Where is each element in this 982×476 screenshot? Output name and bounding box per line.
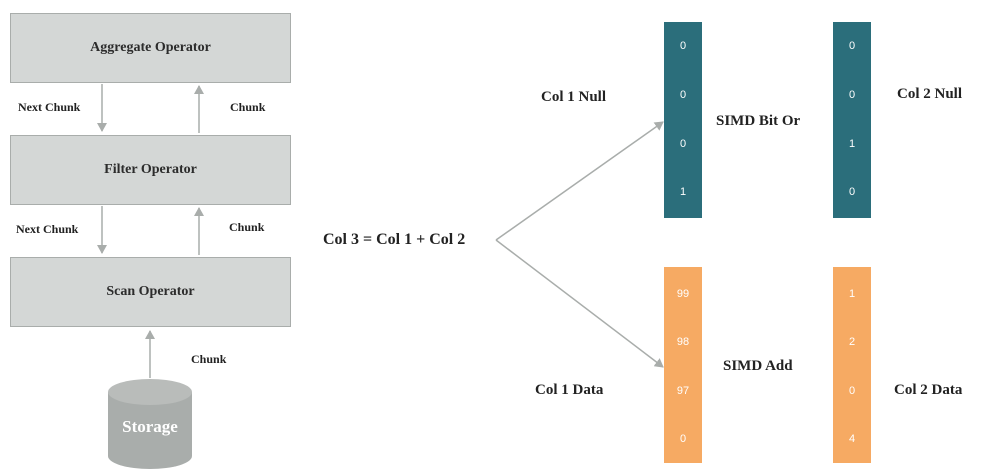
chunk-label-top: Chunk — [230, 100, 266, 114]
next-chunk-label-top: Next Chunk — [18, 100, 81, 114]
scan-operator-label: Scan Operator — [106, 284, 195, 299]
chunk-label-mid: Chunk — [229, 220, 265, 234]
chunk-label-storage: Chunk — [191, 352, 227, 366]
col2-null-cell: 0 — [848, 186, 856, 198]
expression-label: Col 3 = Col 1 + Col 2 — [323, 231, 466, 248]
col2-data-cell: 1 — [848, 288, 856, 300]
col1-data-cell: 97 — [676, 385, 690, 397]
col2-null-label: Col 2 Null — [897, 86, 963, 102]
col2-null-column: 0 0 1 0 — [833, 22, 871, 218]
col1-null-column: 0 0 0 1 — [664, 22, 702, 218]
col1-data-cell: 99 — [676, 288, 690, 300]
col1-data-label: Col 1 Data — [535, 382, 604, 398]
col2-data-cell: 2 — [848, 336, 856, 348]
filter-operator-label: Filter Operator — [104, 162, 197, 177]
aggregate-operator-label: Aggregate Operator — [90, 40, 211, 55]
col1-data-cell: 98 — [676, 336, 690, 348]
col1-null-label: Col 1 Null — [541, 89, 607, 105]
col2-data-cell: 4 — [848, 433, 856, 445]
col2-null-cell: 0 — [848, 89, 856, 101]
scan-operator-box: Scan Operator — [10, 257, 291, 327]
expr-to-null-arrow — [495, 121, 664, 241]
aggregate-operator-box: Aggregate Operator — [10, 13, 291, 83]
storage-label: Storage — [122, 417, 178, 436]
next-chunk-label-mid: Next Chunk — [16, 222, 79, 236]
col2-data-column: 1 2 0 4 — [833, 267, 871, 463]
col1-data-cell: 0 — [679, 433, 687, 445]
simd-bit-or-label: SIMD Bit Or — [716, 113, 801, 129]
col1-null-cell: 0 — [679, 138, 687, 150]
col2-null-cell: 1 — [848, 138, 856, 150]
filter-operator-box: Filter Operator — [10, 135, 291, 205]
col1-null-cell: 0 — [679, 40, 687, 52]
col1-null-cell: 0 — [679, 89, 687, 101]
storage-cylinder: Storage — [108, 379, 192, 469]
col2-data-label: Col 2 Data — [894, 382, 963, 398]
col1-data-column: 99 98 97 0 — [664, 267, 702, 463]
col1-null-cell: 1 — [679, 186, 687, 198]
col2-data-cell: 0 — [848, 385, 856, 397]
simd-add-label: SIMD Add — [723, 358, 793, 374]
expr-to-data-arrow — [495, 239, 664, 368]
col2-null-cell: 0 — [848, 40, 856, 52]
